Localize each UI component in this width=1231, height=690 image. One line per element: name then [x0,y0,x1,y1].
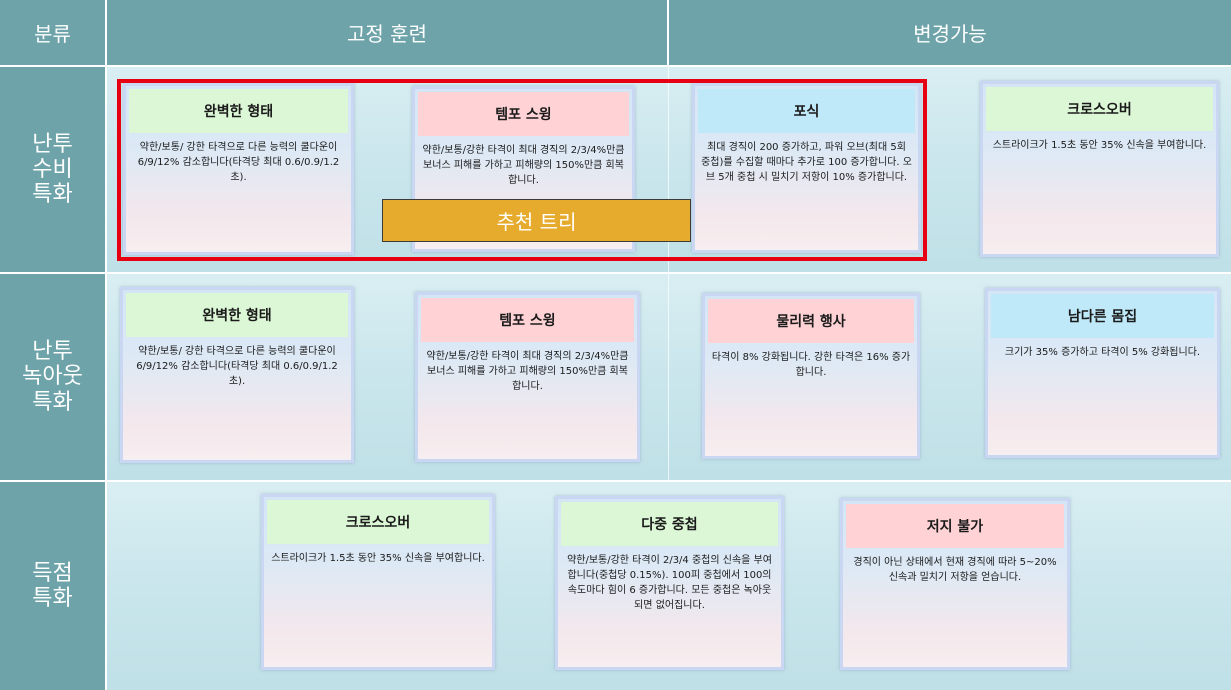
perk-title: 템포 스윙 [421,298,634,342]
perk-title: 다중 중첩 [561,502,778,546]
perk-description: 약한/보통/강한 타격이 2/3/4 중첩의 신속을 부여합니다(중첩당 0.1… [567,555,772,611]
perk-card-crossover[interactable]: 크로스오버 스트라이크가 1.5초 동안 35% 신속을 부여합니다. [261,494,495,670]
perk-card-big-frame[interactable]: 남다른 몸집 크기가 35% 증가하고 타격이 5% 강화됩니다. [985,288,1220,458]
perk-title: 템포 스윙 [418,92,629,136]
row-label-line: 난투 [32,131,73,157]
perk-card-multi-stack[interactable]: 다중 중첩 약한/보통/강한 타격이 2/3/4 중첩의 신속을 부여합니다(중… [555,496,784,670]
perk-title: 남다른 몸집 [991,294,1214,338]
perk-title: 포식 [698,89,915,133]
perk-description: 최대 경직이 200 증가하고, 파워 오브(최대 5회 중첩)를 수집할 때마… [701,142,912,183]
recommended-tree-label: 추천 트리 [382,199,691,242]
perk-description: 경직이 아닌 상태에서 현재 경직에 따라 5~20% 신속과 밀치기 저항을 … [853,557,1057,583]
header-changeable: 변경가능 [669,0,1231,65]
row-label-line: 난투 [32,339,73,365]
perk-title: 크로스오버 [986,87,1213,131]
row-label-brawl-defense: 난투 수비 특화 [0,67,105,272]
perk-card-unstoppable[interactable]: 저지 불가 경직이 아닌 상태에서 현재 경직에 따라 5~20% 신속과 밀치… [840,498,1070,670]
perk-card-perfect-form[interactable]: 완벽한 형태 약한/보통/ 강한 타격으로 다른 능력의 쿨다운이 6/9/12… [123,83,354,255]
row-label-brawl-knockout: 난투 녹아웃 특화 [0,274,105,480]
row-label-line: 수비 [32,156,73,182]
perk-description: 약한/보통/ 강한 타격으로 다른 능력의 쿨다운이 6/9/12% 감소합니다… [137,142,340,183]
perk-title: 완벽한 형태 [126,293,348,337]
row-label-line: 특화 [32,389,73,415]
perk-title: 크로스오버 [267,500,489,544]
perk-title: 완벽한 형태 [129,89,348,133]
perk-description: 스트라이크가 1.5초 동안 35% 신속을 부여합니다. [271,553,485,564]
perk-card-perfect-form[interactable]: 완벽한 형태 약한/보통/ 강한 타격으로 다른 능력의 쿨다운이 6/9/12… [120,287,354,463]
row-label-line: 특화 [32,586,73,611]
row-label-line: 특화 [32,182,73,208]
row-label-line: 득점 [32,560,73,586]
perk-card-crossover[interactable]: 크로스오버 스트라이크가 1.5초 동안 35% 신속을 부여합니다. [980,81,1219,257]
row-label-line: 녹아웃 [22,364,83,390]
row-label-scoring: 득점 특화 [0,482,105,690]
perk-title: 물리력 행사 [708,299,914,343]
column-divider [668,67,669,480]
perk-description: 약한/보통/ 강한 타격으로 다른 능력의 쿨다운이 6/9/12% 감소합니다… [136,346,338,387]
perk-description: 타격이 8% 강화됩니다. 강한 타격은 16% 증가합니다. [711,352,911,378]
perk-description: 크기가 35% 증가하고 타격이 5% 강화됩니다. [1004,347,1201,358]
perk-title: 저지 불가 [846,504,1064,548]
perk-description: 스트라이크가 1.5초 동안 35% 신속을 부여합니다. [992,140,1207,151]
perk-description: 약한/보통/강한 타격이 최대 경직의 2/3/4%만큼 보너스 피해를 가하고… [426,351,629,392]
perk-card-tempo-swing[interactable]: 템포 스윙 약한/보통/강한 타격이 최대 경직의 2/3/4%만큼 보너스 피… [415,292,640,462]
perk-card-feast[interactable]: 포식 최대 경직이 200 증가하고, 파워 오브(최대 5회 중첩)를 수집할… [692,83,921,253]
header-category: 분류 [0,0,105,65]
header-fixed-training: 고정 훈련 [107,0,667,65]
recommended-tree-highlight [117,79,927,261]
perk-card-exert-force[interactable]: 물리력 행사 타격이 8% 강화됩니다. 강한 타격은 16% 증가합니다. [702,293,920,459]
perk-description: 약한/보통/강한 타격이 최대 경직의 2/3/4%만큼 보너스 피해를 가하고… [422,145,625,186]
